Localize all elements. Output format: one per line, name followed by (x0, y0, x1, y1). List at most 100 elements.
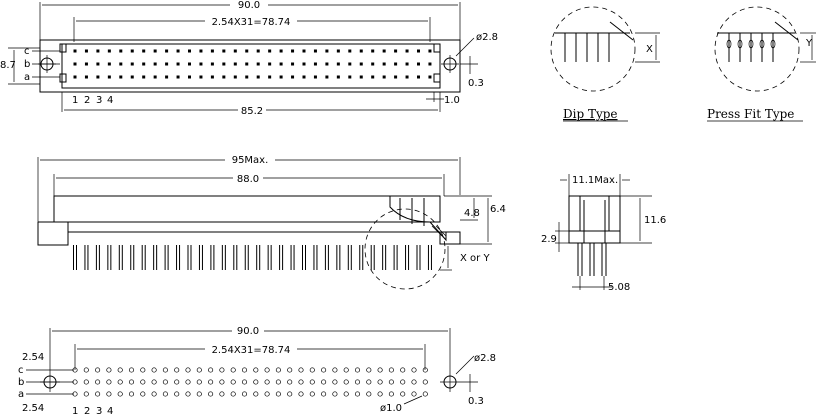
front-contact (222, 75, 226, 79)
bottom-pin-hole (95, 391, 101, 397)
end-view: 11.1Max. 11.6 2.9 5.08 (541, 174, 666, 293)
front-contact (119, 62, 123, 66)
front-contact (382, 49, 386, 53)
front-contact (291, 49, 295, 53)
bottom-row-a: a (18, 389, 24, 400)
front-contact (405, 75, 409, 79)
front-contact (371, 62, 375, 66)
front-contact (268, 49, 272, 53)
bottom-pin-hole (140, 391, 146, 397)
bottom-pin-hole (241, 367, 248, 373)
bottom-pin-hole (208, 391, 214, 397)
bottom-pin-hole (83, 391, 89, 397)
front-contact (96, 62, 100, 66)
dip-detail-view: X Dip Type (550, 6, 660, 122)
bottom-pin-hole (185, 367, 191, 373)
front-contact (382, 75, 386, 79)
front-dim-span: 85.2 (241, 106, 263, 117)
bottom-pin-hole (72, 367, 78, 373)
bottom-dim-pitch: 2.54X31=78.74 (212, 345, 291, 356)
front-contact (142, 62, 146, 66)
bottom-pin-hole (411, 367, 417, 373)
press-fit-eye (726, 39, 732, 49)
bottom-pin-hole (253, 367, 259, 373)
front-contact (119, 75, 123, 79)
front-contact (176, 62, 180, 66)
bottom-pin-hole (275, 391, 281, 397)
front-contact (336, 49, 340, 53)
front-contact (107, 75, 111, 79)
front-dim-overall: 90.0 (238, 0, 260, 11)
bottom-pin-hole (264, 379, 270, 385)
side-dim-64: 6.4 (490, 204, 506, 215)
bottom-pin-hole (253, 379, 259, 385)
front-contact (233, 75, 237, 79)
front-contact (96, 49, 100, 53)
bottom-pin-hole (230, 379, 236, 385)
bottom-pin-hole (354, 379, 361, 385)
bottom-pin-hole (332, 379, 338, 385)
front-row-a: a (24, 72, 30, 83)
front-contact (130, 49, 134, 53)
front-contact (325, 49, 329, 53)
bottom-pin-grid (72, 367, 428, 397)
press-fit-detail-circle (714, 6, 800, 92)
front-pin-4: 4 (107, 95, 113, 106)
front-contact (153, 75, 157, 79)
bottom-pin-hole (354, 391, 361, 397)
front-corner-block-br (433, 73, 441, 83)
side-pin-row (73, 245, 432, 270)
bottom-pin-hole (196, 367, 202, 373)
front-contact (359, 49, 363, 53)
bottom-pin-hole (72, 391, 78, 397)
front-contact (279, 49, 283, 53)
bottom-pin-4: 4 (107, 406, 113, 415)
front-contact (371, 75, 375, 79)
bottom-pin-hole (174, 367, 180, 373)
bottom-pin-hole (377, 367, 383, 373)
bottom-pin-hole (366, 391, 372, 397)
front-contact (119, 49, 123, 53)
bottom-pin-hole (162, 391, 168, 397)
bottom-pin-hole (309, 367, 315, 373)
front-contact (256, 62, 260, 66)
bottom-pin-hole (354, 367, 361, 373)
front-contact (165, 49, 169, 53)
front-contact (405, 62, 409, 66)
end-dim-508: 5.08 (608, 282, 630, 293)
front-corner-block-tr (433, 43, 441, 53)
dip-type-label: Dip Type (563, 107, 618, 121)
front-contact (336, 75, 340, 79)
bottom-pin-hole (219, 367, 225, 373)
front-contact (107, 49, 111, 53)
front-contact (394, 49, 398, 53)
front-view: 90.0 2.54X31=78.74 ø2.8 8.7 c b a (0, 0, 498, 117)
front-contact (428, 75, 432, 79)
front-contact (279, 75, 283, 79)
bottom-pin-hole (219, 379, 225, 385)
bottom-pin-hole (117, 379, 123, 385)
front-contact (222, 62, 226, 66)
front-contact (302, 62, 306, 66)
front-contact (130, 62, 134, 66)
front-contact (188, 62, 191, 66)
front-dim-height: 8.7 (0, 60, 16, 71)
bottom-dim-hole: ø2.8 (474, 353, 496, 364)
bottom-pin-hole (140, 379, 146, 385)
front-contact (165, 62, 169, 66)
front-contact (245, 62, 249, 66)
bottom-dim-overall: 90.0 (237, 326, 259, 337)
front-contact (405, 49, 409, 53)
front-contact (233, 49, 237, 53)
bottom-pin-hole (264, 367, 270, 373)
front-contact (245, 49, 249, 53)
front-contact (188, 75, 191, 79)
front-contact (302, 75, 306, 79)
bottom-pin-hole (219, 391, 225, 397)
front-contact (268, 62, 272, 66)
front-contact (199, 75, 203, 79)
end-body (568, 195, 621, 244)
bottom-pin-hole (196, 391, 202, 397)
front-contact (153, 49, 157, 53)
bottom-view: 90.0 2.54X31=78.74 2.54 2.54 c b a ø2.8 … (18, 326, 496, 415)
